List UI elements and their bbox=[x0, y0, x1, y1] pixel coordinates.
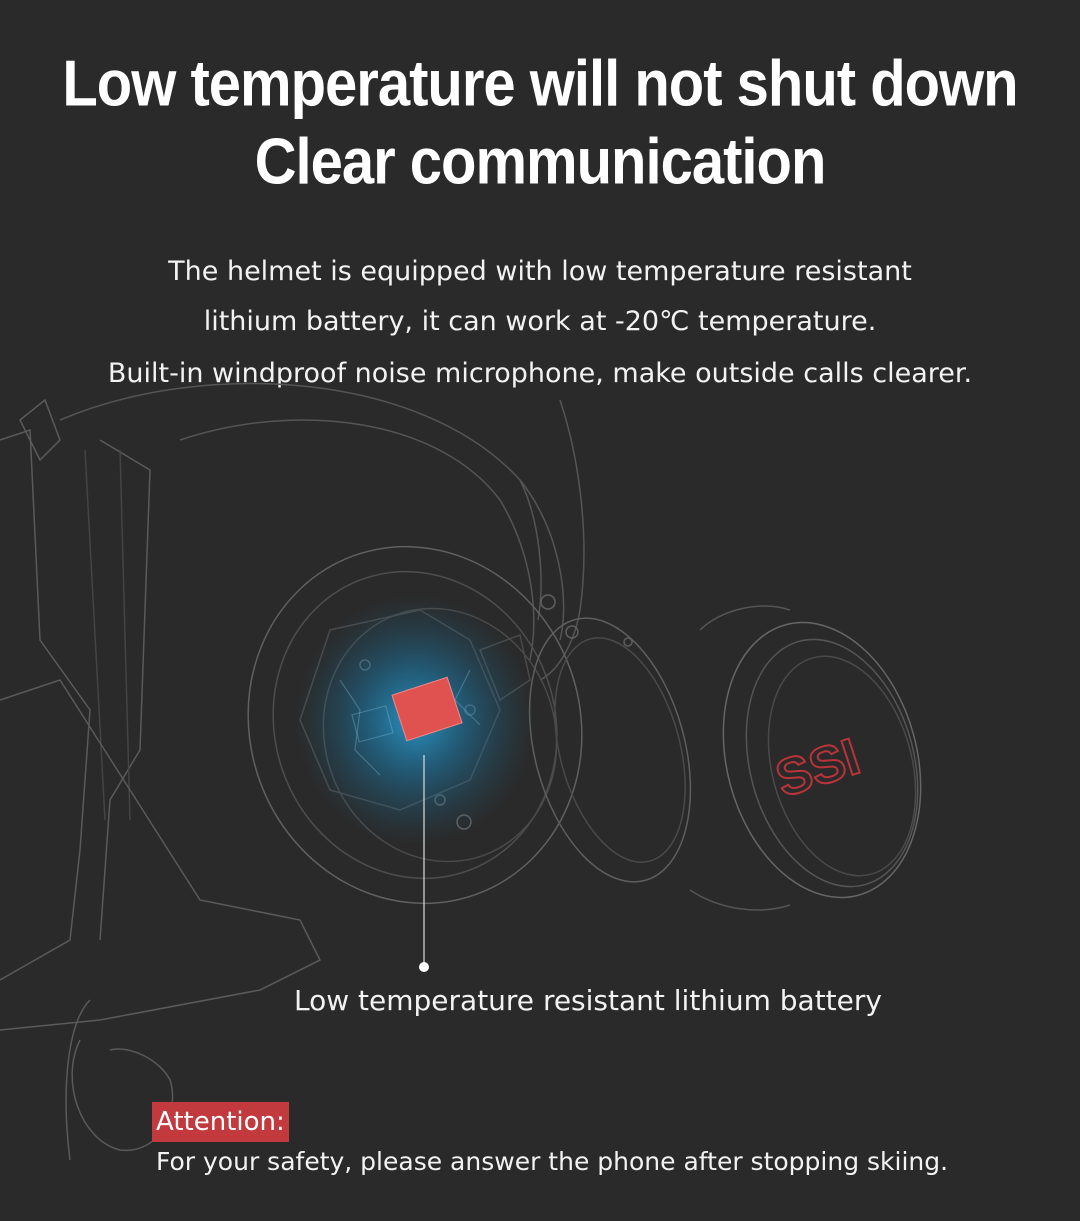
description-line-2: lithium battery, it can work at -20℃ tem… bbox=[203, 306, 877, 337]
description-line-1: The helmet is equipped with low temperat… bbox=[168, 256, 912, 287]
attention-badge: Attention: bbox=[152, 1102, 289, 1142]
battery-callout-label: Low temperature resistant lithium batter… bbox=[294, 984, 882, 1017]
callout-dot bbox=[419, 962, 429, 972]
helmet-strap bbox=[0, 398, 322, 1161]
headline-line-2: Clear communication bbox=[254, 125, 827, 198]
earpiece-connector bbox=[528, 617, 692, 883]
helmet-earpiece-illustration: SSI bbox=[0, 382, 922, 1161]
battery-icon bbox=[391, 676, 463, 742]
safety-note: For your safety, please answer the phone… bbox=[156, 1147, 949, 1176]
ssi-logo: SSI bbox=[769, 728, 867, 809]
helmet-shell bbox=[59, 382, 585, 681]
headline-line-1: Low temperature will not shut down bbox=[62, 47, 1018, 120]
earpiece-button-cap bbox=[689, 605, 922, 911]
